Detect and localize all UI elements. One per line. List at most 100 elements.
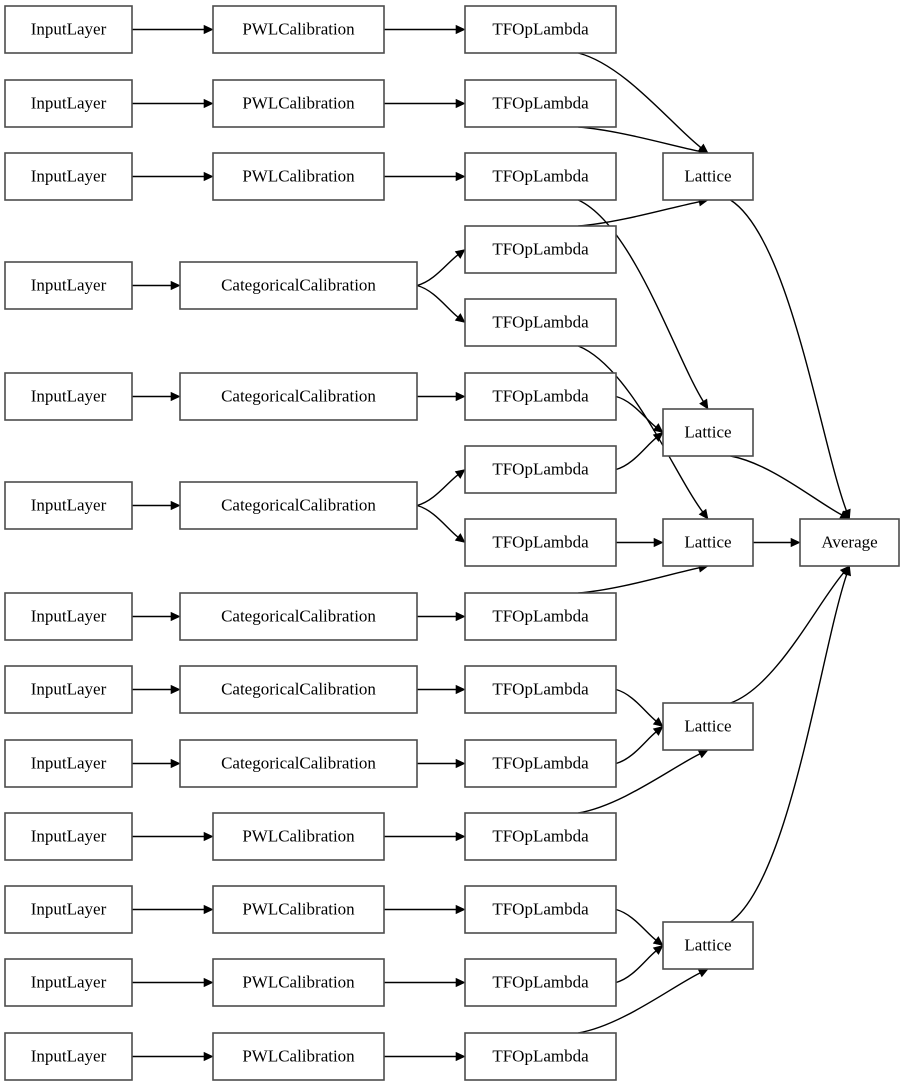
- node-box[interactable]: [179, 739, 418, 788]
- node-box[interactable]: [662, 152, 754, 201]
- node-tfop-lambda[interactable]: TFOpLambda: [464, 518, 617, 567]
- node-input-layer[interactable]: InputLayer: [4, 739, 133, 788]
- node-pwlcalibration[interactable]: PWLCalibration: [212, 152, 385, 201]
- node-input-layer[interactable]: InputLayer: [4, 79, 133, 128]
- node-input-layer[interactable]: InputLayer: [4, 261, 133, 310]
- node-input-layer[interactable]: InputLayer: [4, 958, 133, 1007]
- node-input-layer[interactable]: InputLayer: [4, 481, 133, 530]
- node-box[interactable]: [464, 518, 617, 567]
- node-input-layer[interactable]: InputLayer: [4, 152, 133, 201]
- node-tfop-lambda[interactable]: TFOpLambda: [464, 739, 617, 788]
- node-input-layer[interactable]: InputLayer: [4, 5, 133, 54]
- node-box[interactable]: [4, 592, 133, 641]
- edge-categorical-calibration-to-tfop-lambda: [416, 469, 466, 507]
- node-tfop-lambda[interactable]: TFOpLambda: [464, 372, 617, 421]
- node-box[interactable]: [4, 958, 133, 1007]
- node-box[interactable]: [464, 225, 617, 274]
- node-box[interactable]: [212, 812, 385, 861]
- node-box[interactable]: [662, 702, 754, 751]
- node-tfop-lambda[interactable]: TFOpLambda: [464, 1032, 617, 1081]
- edge-arrowhead: [170, 758, 181, 769]
- node-box[interactable]: [4, 885, 133, 934]
- edge-pwlcalibration-to-tfop-lambda: [384, 977, 466, 988]
- node-box[interactable]: [464, 812, 617, 861]
- node-pwlcalibration[interactable]: PWLCalibration: [212, 79, 385, 128]
- node-categorical-calibration[interactable]: CategoricalCalibration: [179, 481, 418, 530]
- node-box[interactable]: [212, 1032, 385, 1081]
- node-input-layer[interactable]: InputLayer: [4, 372, 133, 421]
- node-box[interactable]: [4, 739, 133, 788]
- node-lattice[interactable]: Lattice: [662, 152, 754, 201]
- node-categorical-calibration[interactable]: CategoricalCalibration: [179, 261, 418, 310]
- node-input-layer[interactable]: InputLayer: [4, 665, 133, 714]
- node-pwlcalibration[interactable]: PWLCalibration: [212, 958, 385, 1007]
- node-box[interactable]: [4, 372, 133, 421]
- node-lattice[interactable]: Lattice: [662, 702, 754, 751]
- node-box[interactable]: [4, 79, 133, 128]
- node-box[interactable]: [4, 5, 133, 54]
- node-tfop-lambda[interactable]: TFOpLambda: [464, 958, 617, 1007]
- node-box[interactable]: [464, 152, 617, 201]
- node-categorical-calibration[interactable]: CategoricalCalibration: [179, 739, 418, 788]
- node-box[interactable]: [464, 5, 617, 54]
- node-average[interactable]: Average: [799, 518, 900, 567]
- node-box[interactable]: [179, 592, 418, 641]
- node-input-layer[interactable]: InputLayer: [4, 1032, 133, 1081]
- node-box[interactable]: [464, 372, 617, 421]
- node-tfop-lambda[interactable]: TFOpLambda: [464, 885, 617, 934]
- node-pwlcalibration[interactable]: PWLCalibration: [212, 5, 385, 54]
- node-input-layer[interactable]: InputLayer: [4, 812, 133, 861]
- node-box[interactable]: [464, 665, 617, 714]
- node-categorical-calibration[interactable]: CategoricalCalibration: [179, 592, 418, 641]
- node-box[interactable]: [212, 79, 385, 128]
- node-box[interactable]: [4, 152, 133, 201]
- node-box[interactable]: [4, 665, 133, 714]
- node-box[interactable]: [4, 812, 133, 861]
- node-box[interactable]: [464, 592, 617, 641]
- node-box[interactable]: [179, 481, 418, 530]
- node-box[interactable]: [179, 261, 418, 310]
- edge-arrowhead: [170, 280, 181, 291]
- node-pwlcalibration[interactable]: PWLCalibration: [212, 812, 385, 861]
- node-box[interactable]: [464, 298, 617, 347]
- node-box[interactable]: [212, 885, 385, 934]
- node-tfop-lambda[interactable]: TFOpLambda: [464, 298, 617, 347]
- node-box[interactable]: [662, 518, 754, 567]
- node-categorical-calibration[interactable]: CategoricalCalibration: [179, 372, 418, 421]
- node-box[interactable]: [464, 739, 617, 788]
- node-box[interactable]: [464, 958, 617, 1007]
- node-box[interactable]: [464, 79, 617, 128]
- node-box[interactable]: [662, 408, 754, 457]
- node-lattice[interactable]: Lattice: [662, 921, 754, 970]
- node-box[interactable]: [799, 518, 900, 567]
- node-box[interactable]: [662, 921, 754, 970]
- node-tfop-lambda[interactable]: TFOpLambda: [464, 225, 617, 274]
- node-box[interactable]: [179, 665, 418, 714]
- node-categorical-calibration[interactable]: CategoricalCalibration: [179, 665, 418, 714]
- node-box[interactable]: [464, 445, 617, 494]
- node-box[interactable]: [464, 1032, 617, 1081]
- node-tfop-lambda[interactable]: TFOpLambda: [464, 665, 617, 714]
- node-box[interactable]: [4, 481, 133, 530]
- node-box[interactable]: [212, 958, 385, 1007]
- node-tfop-lambda[interactable]: TFOpLambda: [464, 5, 617, 54]
- node-box[interactable]: [212, 152, 385, 201]
- node-tfop-lambda[interactable]: TFOpLambda: [464, 152, 617, 201]
- node-lattice[interactable]: Lattice: [662, 408, 754, 457]
- node-tfop-lambda[interactable]: TFOpLambda: [464, 812, 617, 861]
- node-box[interactable]: [4, 261, 133, 310]
- edge-arrowhead: [454, 533, 466, 543]
- node-box[interactable]: [212, 5, 385, 54]
- node-box[interactable]: [179, 372, 418, 421]
- edge-line: [730, 199, 848, 511]
- node-input-layer[interactable]: InputLayer: [4, 885, 133, 934]
- node-tfop-lambda[interactable]: TFOpLambda: [464, 79, 617, 128]
- node-box[interactable]: [464, 885, 617, 934]
- node-tfop-lambda[interactable]: TFOpLambda: [464, 445, 617, 494]
- node-pwlcalibration[interactable]: PWLCalibration: [212, 1032, 385, 1081]
- node-tfop-lambda[interactable]: TFOpLambda: [464, 592, 617, 641]
- node-box[interactable]: [4, 1032, 133, 1081]
- node-pwlcalibration[interactable]: PWLCalibration: [212, 885, 385, 934]
- node-lattice[interactable]: Lattice: [662, 518, 754, 567]
- node-input-layer[interactable]: InputLayer: [4, 592, 133, 641]
